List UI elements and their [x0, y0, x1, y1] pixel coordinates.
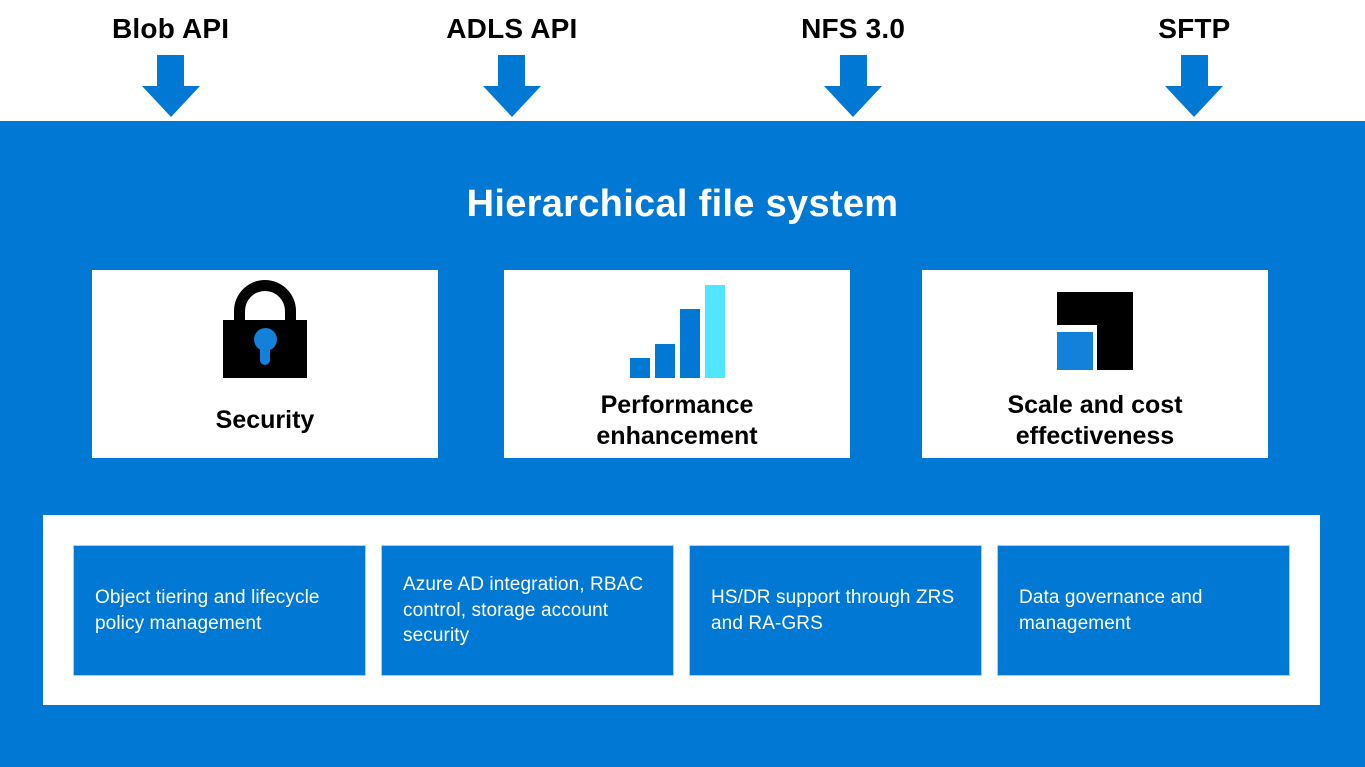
bar-chart-icon — [629, 285, 725, 378]
feature-label-security: Security — [215, 406, 315, 435]
card-icon-wrap — [1057, 276, 1133, 378]
capability-box-governance: Data governance and management — [997, 545, 1290, 676]
feature-label-wrap: Performance enhancement — [570, 378, 785, 458]
scale-cost-icon — [1057, 292, 1133, 370]
capability-box-hsdr: HS/DR support through ZRS and RA-GRS — [689, 545, 982, 676]
down-arrow-icon — [482, 55, 541, 117]
arrow-stem — [1180, 55, 1208, 86]
arrow-stem — [498, 55, 526, 86]
down-arrow-icon — [141, 55, 200, 117]
arrow-head — [824, 86, 883, 117]
arrow-head — [1165, 86, 1224, 117]
feature-card-scale-cost: Scale and cost effectiveness — [922, 270, 1268, 458]
api-column-nfs: NFS 3.0 — [683, 0, 1024, 121]
bar — [654, 344, 675, 378]
capabilities-strip: Object tiering and lifecycle policy mana… — [43, 515, 1320, 705]
bar-highlight — [704, 285, 725, 378]
card-icon-wrap — [223, 276, 307, 378]
lock-shackle — [234, 280, 296, 320]
capability-box-tiering: Object tiering and lifecycle policy mana… — [73, 545, 366, 676]
feature-label-scale-cost: Scale and cost effectiveness — [1007, 390, 1183, 451]
keyhole — [253, 328, 277, 351]
api-column-blob: Blob API — [0, 0, 341, 121]
api-label-blob: Blob API — [112, 13, 230, 44]
lock-icon — [223, 280, 307, 378]
keyhole-stem — [260, 346, 270, 365]
down-arrow-icon — [1165, 55, 1224, 117]
card-icon-wrap — [629, 276, 725, 378]
api-column-adls: ADLS API — [341, 0, 682, 121]
bar — [629, 358, 650, 378]
api-label-adls: ADLS API — [446, 13, 578, 44]
api-column-sftp: SFTP — [1024, 0, 1365, 121]
down-arrow-icon — [824, 55, 883, 117]
scale-icon-blue-square — [1057, 332, 1093, 370]
lock-body — [223, 320, 307, 378]
feature-label-performance: Performance enhancement — [596, 390, 758, 451]
api-labels-row: Blob API ADLS API NFS 3.0 SFTP — [0, 0, 1365, 121]
feature-card-performance: Performance enhancement — [504, 270, 850, 458]
arrow-stem — [839, 55, 867, 86]
capability-box-aad-rbac: Azure AD integration, RBAC control, stor… — [381, 545, 674, 676]
capability-text: Object tiering and lifecycle policy mana… — [95, 586, 320, 634]
api-label-sftp: SFTP — [1158, 13, 1231, 44]
arrow-head — [482, 86, 541, 117]
feature-label-wrap: Scale and cost effectiveness — [988, 378, 1203, 458]
hierarchical-file-system-panel: Hierarchical file system Security — [0, 121, 1365, 767]
panel-title: Hierarchical file system — [466, 183, 899, 225]
scale-icon-right-column — [1097, 292, 1133, 370]
capability-text: HS/DR support through ZRS and RA-GRS — [711, 586, 955, 634]
arrow-stem — [157, 55, 185, 86]
capability-text: Azure AD integration, RBAC control, stor… — [403, 574, 644, 647]
bar — [679, 309, 700, 378]
api-label-nfs: NFS 3.0 — [801, 13, 906, 44]
feature-label-wrap: Security — [216, 378, 315, 458]
feature-card-security: Security — [92, 270, 438, 458]
capability-text: Data governance and management — [1019, 586, 1203, 634]
arrow-head — [141, 86, 200, 117]
